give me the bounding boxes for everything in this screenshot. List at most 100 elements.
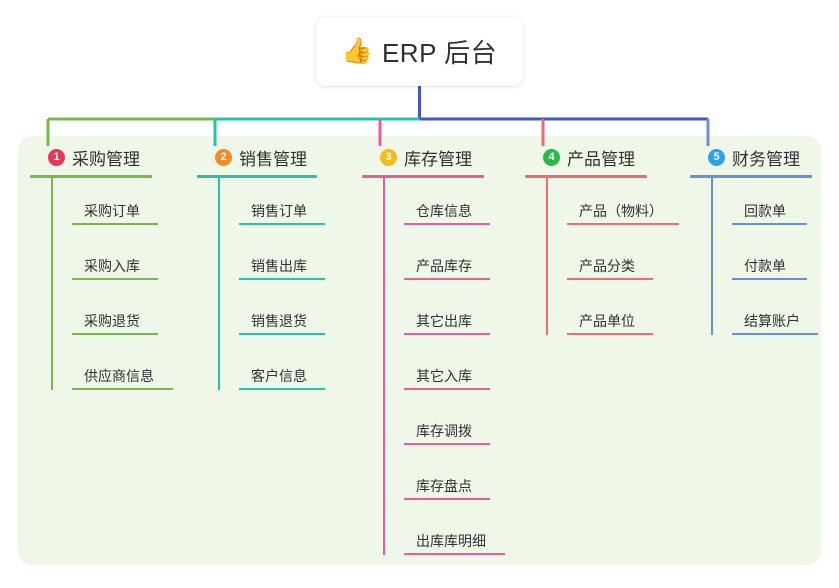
branch-header-underline — [197, 175, 317, 178]
branch-item[interactable]: 采购入库 — [51, 233, 158, 288]
branch-number-badge: 2 — [215, 149, 232, 166]
branch-item-label: 仓库信息 — [416, 203, 472, 219]
branch-item-underline — [732, 223, 807, 225]
branch-item[interactable]: 采购退货 — [51, 288, 158, 343]
branch-item-label: 库存调拨 — [416, 423, 472, 439]
branch-item-label: 客户信息 — [251, 368, 307, 384]
branch-item-underline — [404, 553, 505, 555]
branch-item[interactable]: 产品单位 — [546, 288, 653, 343]
branch-title: 销售管理 — [239, 150, 307, 169]
branch-item-label: 其它入库 — [416, 368, 472, 384]
branch-vertical-stem — [51, 178, 53, 390]
branch-item-label: 付款单 — [744, 258, 786, 274]
branch-item[interactable]: 采购订单 — [51, 178, 158, 233]
branch-item-underline — [239, 388, 325, 390]
branch-header-underline — [30, 175, 152, 178]
branch-column-5: 5 财务管理回款单付款单结算账户 — [690, 145, 818, 343]
branch-item-label: 销售退货 — [251, 313, 307, 329]
branch-title: 财务管理 — [732, 150, 800, 169]
branch-header-2[interactable]: 2 销售管理 — [197, 145, 317, 170]
root-node-card[interactable]: 👍 ERP 后台 — [316, 17, 523, 86]
branch-item-label: 结算账户 — [744, 313, 800, 329]
branch-item-underline — [72, 223, 158, 225]
branch-item[interactable]: 付款单 — [711, 233, 812, 288]
branch-column-2: 2 销售管理销售订单销售出库销售退货客户信息 — [197, 145, 325, 398]
branch-vertical-stem — [218, 178, 220, 390]
branch-item[interactable]: 结算账户 — [711, 288, 818, 343]
branch-item-underline — [567, 223, 679, 225]
branch-item-underline — [239, 223, 325, 225]
branch-item-label: 销售出库 — [251, 258, 307, 274]
root-node-title: ERP 后台 — [381, 38, 498, 68]
branch-item-underline — [404, 223, 490, 225]
branch-number-badge: 5 — [708, 149, 725, 166]
branch-item-label: 产品分类 — [579, 258, 635, 274]
branch-vertical-stem — [711, 178, 713, 335]
branch-item[interactable]: 产品库存 — [383, 233, 490, 288]
branch-item-underline — [404, 333, 490, 335]
branch-column-4: 4 产品管理产品（物料） 产品分类产品单位 — [525, 145, 679, 343]
branch-item[interactable]: 销售出库 — [218, 233, 325, 288]
branch-column-1: 1 采购管理采购订单采购入库采购退货供应商信息 — [30, 145, 173, 398]
branch-item-underline — [567, 333, 653, 335]
branch-item-label: 回款单 — [744, 203, 786, 219]
branch-header-1[interactable]: 1 采购管理 — [30, 145, 152, 170]
branch-item-label: 出库库明细 — [416, 533, 486, 549]
branch-item[interactable]: 销售订单 — [218, 178, 325, 233]
branch-item-underline — [72, 388, 173, 390]
branch-item-label: 采购退货 — [84, 313, 140, 329]
branch-item-underline — [404, 278, 490, 280]
branch-item-list: 采购订单采购入库采购退货供应商信息 — [30, 178, 173, 398]
branch-item-list: 仓库信息产品库存其它出库其它入库库存调拨库存盘点出库库明细 — [362, 178, 505, 563]
branch-item-label: 其它出库 — [416, 313, 472, 329]
branch-item[interactable]: 产品（物料） — [546, 178, 679, 233]
branch-number-badge: 4 — [543, 149, 560, 166]
branch-item-list: 回款单付款单结算账户 — [690, 178, 818, 343]
branch-header-underline — [525, 175, 647, 178]
branch-item[interactable]: 回款单 — [711, 178, 812, 233]
branch-item-underline — [404, 443, 490, 445]
branch-item-list: 销售订单销售出库销售退货客户信息 — [197, 178, 325, 398]
branch-item[interactable]: 其它出库 — [383, 288, 490, 343]
branch-item-label: 供应商信息 — [84, 368, 154, 384]
branch-vertical-stem — [383, 178, 385, 555]
branch-item-underline — [404, 388, 490, 390]
branch-header-4[interactable]: 4 产品管理 — [525, 145, 647, 170]
branch-header-underline — [362, 175, 484, 178]
branch-number-badge: 1 — [48, 149, 65, 166]
branch-header-5[interactable]: 5 财务管理 — [690, 145, 812, 170]
branch-item-underline — [72, 333, 158, 335]
branch-item[interactable]: 库存调拨 — [383, 398, 490, 453]
branch-item-underline — [732, 278, 807, 280]
branch-item-underline — [72, 278, 158, 280]
branch-item[interactable]: 仓库信息 — [383, 178, 490, 233]
branch-item-underline — [404, 498, 490, 500]
branch-item[interactable]: 销售退货 — [218, 288, 325, 343]
branch-item[interactable]: 客户信息 — [218, 343, 325, 398]
branch-item-underline — [239, 333, 325, 335]
branch-vertical-stem — [546, 178, 548, 335]
thumbs-up-icon: 👍 — [341, 37, 373, 65]
branch-item-label: 销售订单 — [251, 203, 307, 219]
branch-item-label: 库存盘点 — [416, 478, 472, 494]
branch-item[interactable]: 出库库明细 — [383, 508, 505, 563]
branch-header-underline — [690, 175, 812, 178]
branch-item-label: 采购入库 — [84, 258, 140, 274]
branch-item-label: 产品单位 — [579, 313, 635, 329]
branch-title: 产品管理 — [567, 150, 635, 169]
branch-item-underline — [239, 278, 325, 280]
branch-item[interactable]: 其它入库 — [383, 343, 490, 398]
branch-item-label: 采购订单 — [84, 203, 140, 219]
branch-item-list: 产品（物料） 产品分类产品单位 — [525, 178, 679, 343]
branch-item[interactable]: 库存盘点 — [383, 453, 490, 508]
branch-item[interactable]: 供应商信息 — [51, 343, 173, 398]
branch-number-badge: 3 — [380, 149, 397, 166]
branch-title: 采购管理 — [72, 150, 140, 169]
branch-item[interactable]: 产品分类 — [546, 233, 653, 288]
branch-item-underline — [567, 278, 653, 280]
branch-item-label: 产品（物料） — [579, 203, 663, 219]
branch-item-underline — [732, 333, 818, 335]
